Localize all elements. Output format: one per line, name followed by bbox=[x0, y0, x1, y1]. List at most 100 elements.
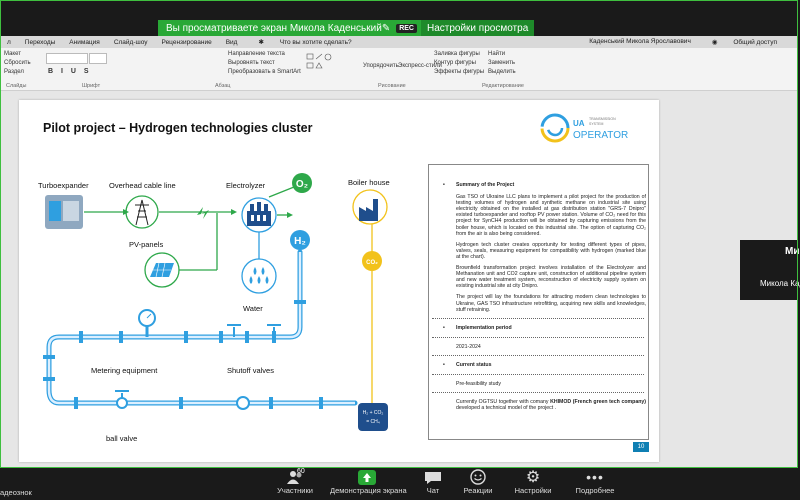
ribbon-tab[interactable]: л bbox=[7, 38, 11, 46]
factory-icon bbox=[359, 199, 378, 221]
paragraph-group: Направление текста Выровнять текст Преоб… bbox=[228, 50, 301, 77]
summary-paragraph: Gas TSO of Ukraine LLC plans to implemen… bbox=[456, 194, 646, 237]
more-icon: ••• bbox=[586, 469, 604, 485]
solar-panel-icon bbox=[150, 262, 174, 278]
font-format-buttons[interactable]: B I U S bbox=[48, 68, 92, 75]
layout-button[interactable]: Макет bbox=[4, 51, 21, 57]
h2-badge bbox=[290, 230, 310, 250]
status-value: Pre-feasibility study bbox=[456, 380, 501, 387]
share-label: Общий доступ bbox=[733, 39, 777, 46]
drawing-group-label: Рисование bbox=[378, 83, 406, 89]
shape-effects-button[interactable]: Эффекты фигуры bbox=[434, 69, 485, 75]
slide-title: Pilot project – Hydrogen technologies cl… bbox=[43, 121, 313, 135]
co2-label: CO₂ bbox=[366, 260, 378, 266]
o2-badge bbox=[292, 173, 312, 193]
ribbon-tab[interactable]: Анимация bbox=[69, 38, 100, 46]
divider bbox=[432, 354, 644, 356]
align-text-button[interactable]: Выровнять текст bbox=[228, 60, 275, 66]
more-button[interactable]: ••• Подробнее bbox=[560, 468, 630, 500]
smartart-button[interactable]: Преобразовать в SmartArt bbox=[228, 69, 301, 75]
pin-icon[interactable]: ✎ bbox=[381, 22, 391, 34]
shape-outline-button[interactable]: Контур фигуры bbox=[434, 60, 476, 66]
ribbon-tab[interactable]: Слайд-шоу bbox=[113, 38, 148, 46]
participants-count: 60 bbox=[297, 468, 305, 475]
quick-styles-button[interactable]: Экспресс-стили bbox=[398, 62, 442, 71]
label-ball-valve: ball valve bbox=[106, 434, 138, 443]
share-screen-label: Демонстрация экрана bbox=[330, 486, 407, 495]
banner-message: Вы просматриваете экран Микола Каденськи… bbox=[166, 22, 382, 34]
electrolyzer-icon bbox=[247, 202, 271, 226]
screen-share-banner: Вы просматриваете экран Микола Каденськи… bbox=[158, 20, 535, 36]
find-button[interactable]: Найти bbox=[488, 51, 506, 57]
label-pv: PV-panels bbox=[129, 240, 164, 249]
font-size-field[interactable] bbox=[89, 53, 107, 64]
share-button[interactable]: ◉ Общий доступ bbox=[698, 38, 791, 46]
slides-group: Макет Сбросить Раздел bbox=[4, 50, 31, 77]
label-metering: Metering equipment bbox=[91, 366, 158, 375]
paragraph-group-label: Абзац bbox=[215, 83, 231, 89]
label-cable: Overhead cable line bbox=[109, 181, 176, 190]
font-name-field[interactable] bbox=[46, 53, 88, 64]
divider bbox=[432, 336, 644, 338]
quick-styles-label: Экспресс-стили bbox=[398, 63, 442, 69]
participants-button[interactable]: 60 Участники bbox=[260, 468, 330, 500]
rec-badge: REC bbox=[396, 23, 417, 33]
arrange-button[interactable]: Упорядочить bbox=[363, 62, 399, 71]
settings-button[interactable]: ⚙ Настройки bbox=[498, 468, 568, 500]
status-detail-a: Currently OGTSU together with comany bbox=[456, 399, 551, 406]
participant-initials: Ми bbox=[785, 246, 800, 257]
chat-button[interactable]: Чат bbox=[398, 468, 468, 500]
ua-operator-logo: UA TRANSMISSION SYSTEM OPERATOR bbox=[540, 113, 628, 143]
arrow-icon bbox=[231, 209, 237, 215]
share-screen-button[interactable]: Демонстрация экрана bbox=[330, 468, 407, 500]
meeting-toolbar: адеознок 60 Участники Демонстрация экран… bbox=[0, 468, 800, 500]
status-heading: Current status bbox=[443, 362, 646, 368]
ribbon: Макет Сбросить Раздел Слайды B I U S Шри… bbox=[0, 48, 798, 91]
replace-button[interactable]: Заменить bbox=[488, 60, 515, 66]
hydrogen-pipeline bbox=[46, 249, 358, 406]
meter-icon bbox=[236, 396, 250, 410]
select-button[interactable]: Выделить bbox=[488, 69, 516, 75]
pylon-circle bbox=[125, 195, 159, 229]
logo-brand: UA bbox=[573, 119, 585, 128]
participant-tile[interactable] bbox=[740, 240, 798, 300]
chat-label: Чат bbox=[426, 486, 440, 495]
status-detail-bold: KHIMOD (French green tech company) bbox=[550, 399, 646, 406]
reactions-label: Реакции bbox=[463, 486, 493, 495]
text-direction-button[interactable]: Направление текста bbox=[228, 51, 285, 57]
reactions-button[interactable]: Реакции bbox=[443, 468, 513, 500]
chat-icon bbox=[425, 471, 441, 484]
ribbon-tab[interactable]: Переходы bbox=[24, 38, 56, 46]
ribbon-tabs: л Переходы Анимация Слайд-шоу Рецензиров… bbox=[0, 36, 798, 48]
settings-label: Настройки bbox=[514, 486, 552, 495]
boiler-circle bbox=[352, 189, 388, 225]
shapes-gallery[interactable] bbox=[305, 52, 361, 78]
logo-text: OPERATOR bbox=[573, 130, 628, 141]
summary-paragraph: Hydrogen tech cluster creates opportunit… bbox=[456, 241, 646, 260]
shapes-icon bbox=[306, 53, 332, 69]
shape-fill-button[interactable]: Заливка фигуры bbox=[434, 51, 480, 57]
label-turboexpander: Turboexpander bbox=[38, 181, 89, 190]
pipe-flanges bbox=[43, 300, 323, 409]
view-settings-button[interactable]: Настройки просмотра bbox=[420, 20, 535, 36]
methanation-box bbox=[358, 403, 388, 431]
participant-name: Микола Кад bbox=[760, 279, 800, 288]
editing-group-label: Редактирование bbox=[482, 83, 524, 89]
arrow-icon bbox=[287, 212, 293, 218]
tell-me-search[interactable]: ✱ Что вы хотите сделать? bbox=[244, 38, 365, 46]
summary-paragraph: Brownfield transformation project involv… bbox=[456, 265, 646, 290]
shape-format-group: Заливка фигуры Контур фигуры Эффекты фиг… bbox=[434, 50, 484, 77]
status-detail-c: developed a technical model of the proje… bbox=[456, 405, 557, 412]
water-drops-icon bbox=[249, 267, 269, 284]
ball-valve-icon bbox=[115, 390, 129, 409]
section-button[interactable]: Раздел bbox=[4, 69, 24, 75]
divider bbox=[432, 392, 644, 394]
ribbon-tab[interactable]: Рецензирование bbox=[161, 38, 212, 46]
participants-icon bbox=[287, 471, 302, 484]
person-icon: ◉ bbox=[711, 39, 718, 46]
turboexpander-icon bbox=[45, 195, 83, 229]
reset-button[interactable]: Сбросить bbox=[4, 60, 31, 66]
ribbon-tab[interactable]: Вид bbox=[225, 38, 238, 46]
lightbulb-icon: ✱ bbox=[258, 39, 264, 46]
pylon-icon bbox=[135, 199, 149, 226]
